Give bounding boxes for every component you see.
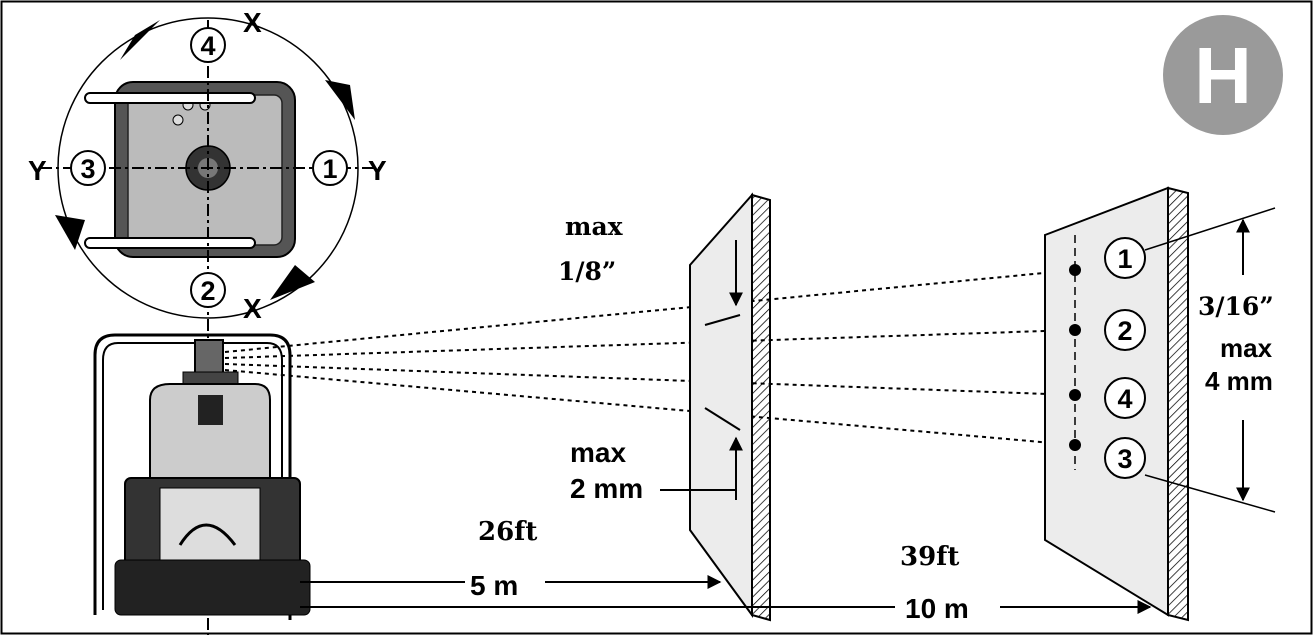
rotation-arrow-icon (55, 215, 85, 250)
position-4-label: 4 (200, 31, 215, 61)
button-icon (172, 114, 184, 126)
handle-top (84, 92, 256, 104)
wall-mark-2-label: 2 (1117, 316, 1132, 346)
wall-mark-2-circle (1104, 309, 1146, 351)
near-top-label-max: max (565, 212, 624, 241)
wall-mark-1-label: 1 (1117, 244, 1132, 274)
near-wall-mark (704, 314, 741, 326)
position-2-label: 2 (200, 276, 215, 306)
device-dial-icon (178, 523, 237, 546)
position-1-label: 1 (322, 154, 337, 184)
laser-dot-3 (1069, 439, 1081, 451)
device-foot (114, 559, 311, 616)
far-distance-ft: 39ft (900, 542, 959, 572)
laser-dot-1 (1069, 264, 1081, 276)
near-top-label-value: 1/8” (558, 257, 616, 286)
far-upper-reference-line (1144, 207, 1276, 251)
position-1-circle (312, 150, 348, 186)
top-view-rotation: 4 2 3 1 X X Y Y (28, 7, 387, 635)
wall-mark-4-circle (1104, 377, 1146, 419)
emitter-collar (182, 371, 239, 385)
device-handle-frame (93, 333, 292, 620)
device-handle-inner (102, 342, 283, 615)
laser-beams (224, 269, 1076, 446)
wall-mark-1-circle (1104, 237, 1146, 279)
laser-beam-1 (224, 269, 1076, 353)
position-4-circle (190, 27, 226, 63)
laser-dot-4 (1069, 389, 1081, 401)
far-wall-edge (1167, 186, 1189, 622)
near-distance-ft: 26ft (478, 517, 537, 547)
section-badge-letter: H (1194, 31, 1252, 120)
far-label-mm: 4 mm (1205, 366, 1273, 396)
section-badge (1163, 15, 1283, 135)
wall-mark-4-label: 4 (1117, 384, 1132, 414)
position-3-label: 3 (80, 154, 95, 184)
distance-indicators (300, 575, 1152, 614)
far-distance-m: 10 m (905, 593, 969, 624)
handle-bottom (84, 237, 256, 249)
axis-x-bottom-label: X (243, 293, 262, 324)
laser-device-side-view (93, 333, 311, 620)
axis-y-right-label: Y (368, 155, 387, 186)
power-switch (198, 395, 223, 425)
near-wall (660, 192, 771, 622)
far-label-max: max (1220, 333, 1273, 363)
laser-beam-4 (224, 363, 1076, 396)
far-wall (1044, 186, 1276, 622)
rotation-arrow-icon (270, 265, 315, 300)
near-wall-mark (704, 407, 741, 431)
near-bottom-label-max: max (570, 437, 626, 468)
rotation-arrow-icon (325, 80, 355, 120)
device-upper-body (149, 383, 271, 481)
wall-mark-3-label: 3 (1117, 444, 1132, 474)
far-label-inch: 3/16” (1198, 292, 1274, 321)
device-front-panel (159, 487, 261, 569)
rotation-arrow-icon (120, 20, 160, 60)
far-lower-reference-line (1144, 474, 1276, 513)
near-wall-face (689, 192, 753, 619)
near-wall-edge (751, 193, 771, 622)
near-distance-m: 5 m (470, 570, 518, 601)
laser-beam-2 (224, 329, 1076, 359)
laser-beam-3 (224, 369, 1076, 446)
wall-mark-3-circle (1104, 437, 1146, 479)
position-2-circle (190, 272, 226, 308)
near-bottom-label-value: 2 mm (570, 473, 643, 504)
axis-x-top-label: X (243, 7, 262, 38)
position-3-circle (70, 150, 106, 186)
laser-dot-2 (1069, 324, 1081, 336)
axis-y-left-label: Y (28, 155, 47, 186)
